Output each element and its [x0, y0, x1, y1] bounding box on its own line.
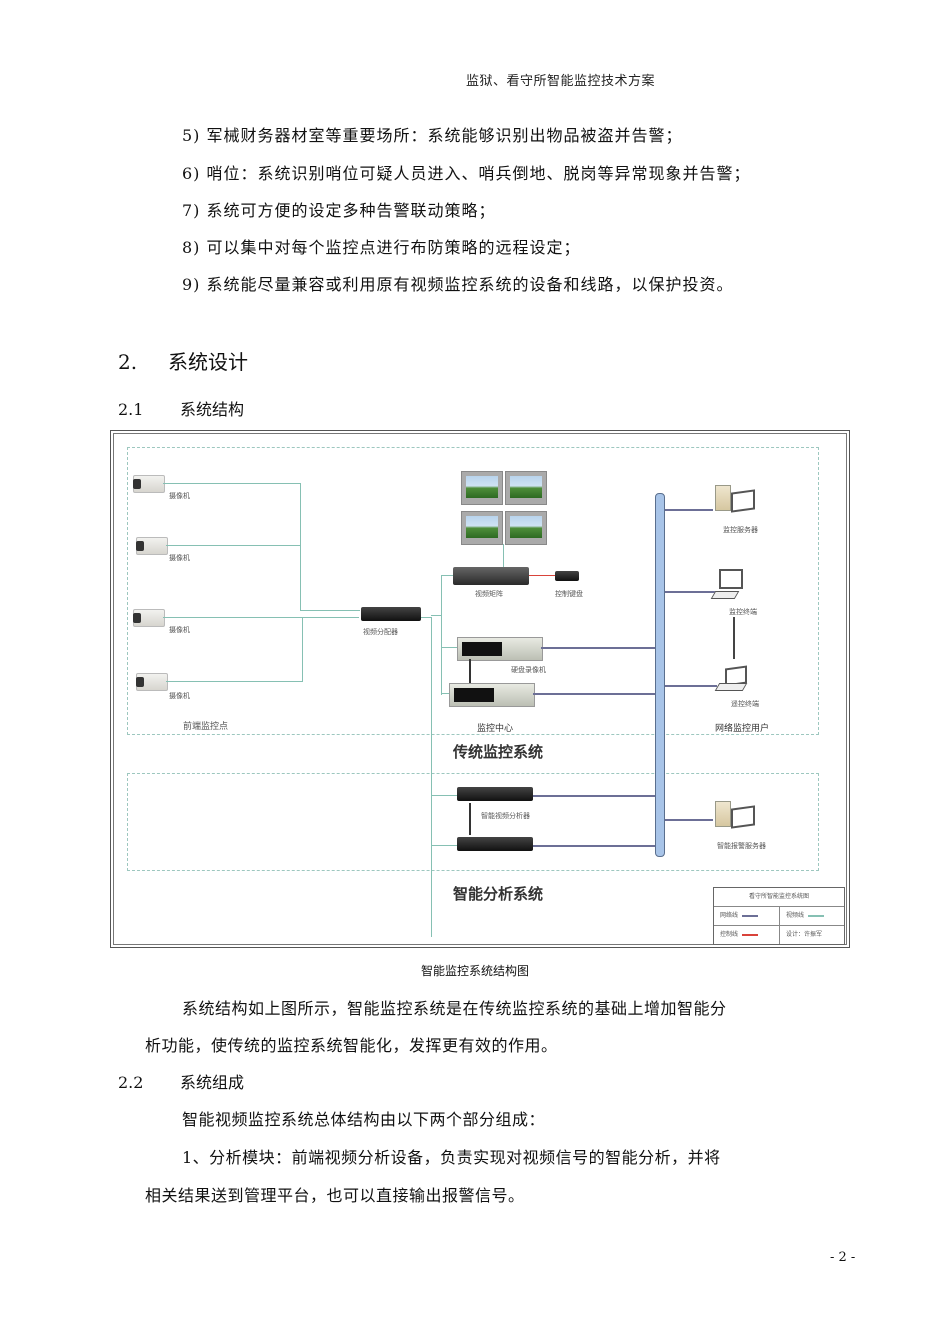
video-analyzer-icon — [457, 837, 533, 851]
running-header: 监狱、看守所智能监控技术方案 — [466, 74, 656, 89]
system-structure-diagram: 摄像机 摄像机 摄像机 摄像机 前端监控点 视频分配器 视频矩阵 控制键盘 硬盘… — [110, 430, 850, 948]
terminal-label: 监控终端 — [729, 608, 757, 616]
camera-icon — [136, 537, 168, 555]
section-number: 2. — [118, 350, 138, 374]
monitor-icon — [461, 511, 503, 545]
legend-network: 网络线 — [720, 912, 739, 919]
legend-control: 控制线 — [720, 931, 739, 938]
camera-label: 摄像机 — [169, 492, 190, 500]
section-title: 系统组成 — [180, 1073, 245, 1092]
legend-design: 设计：许振军 — [786, 931, 823, 938]
control-line-swatch — [742, 933, 759, 936]
figure-caption: 智能监控系统结构图 — [420, 964, 529, 978]
camera-icon — [133, 609, 165, 627]
smart-system-label: 智能分析系统 — [453, 885, 544, 903]
section-title: 系统结构 — [180, 400, 245, 419]
camera-icon — [133, 475, 165, 493]
camera-label: 摄像机 — [169, 626, 190, 634]
server-label: 监控服务器 — [723, 526, 758, 534]
legend-video: 视频线 — [786, 912, 805, 919]
traditional-system-box — [127, 447, 819, 735]
monitor-center-label: 监控中心 — [477, 724, 514, 734]
monitor-icon — [505, 511, 547, 545]
legend-title: 看守所智能监控系统图 — [748, 893, 809, 900]
video-splitter-icon — [361, 607, 421, 621]
camera-label: 摄像机 — [169, 554, 190, 562]
dvr-icon — [457, 637, 543, 661]
section-number: 2.2 — [118, 1073, 144, 1092]
control-keyboard-icon — [555, 571, 579, 581]
video-line-swatch — [808, 914, 825, 917]
dvr-icon — [449, 683, 535, 707]
network-line-swatch — [742, 914, 759, 917]
smart-system-box — [127, 773, 819, 871]
section-title: 系统设计 — [168, 350, 248, 374]
diagram-legend: 看守所智能监控系统图 网络线 视频线 控制线 设计：许振军 — [713, 887, 845, 945]
traditional-system-label: 传统监控系统 — [453, 743, 544, 761]
video-analyzer-icon — [457, 787, 533, 801]
alarm-server-label: 智能报警服务器 — [717, 842, 766, 850]
camera-label: 摄像机 — [169, 692, 190, 700]
section-number: 2.1 — [118, 400, 144, 419]
list-item: 7) 系统可方便的设定多种告警联动策略； — [182, 201, 496, 220]
network-users-label: 网络监控用户 — [715, 724, 770, 734]
section-heading-2-1: 2.1 系统结构 — [118, 396, 244, 420]
list-item: 8) 可以集中对每个监控点进行布防策略的远程设定； — [182, 238, 581, 257]
camera-icon — [136, 673, 168, 691]
section-heading-2: 2. 系统设计 — [118, 346, 248, 375]
page-number: - 2 - — [830, 1250, 856, 1265]
list-item: 6) 哨位：系统识别哨位可疑人员进入、哨兵倒地、脱岗等异常现象并告警； — [182, 164, 751, 183]
list-item: 5) 军械财务器材室等重要场所：系统能够识别出物品被盗并告警； — [182, 126, 683, 145]
paragraph-line: 1、分析模块：前端视频分析设备，负责实现对视频信号的智能分析，并将 — [182, 1148, 721, 1167]
paragraph-line: 系统结构如上图所示，智能监控系统是在传统监控系统的基础上增加智能分 — [182, 999, 727, 1018]
list-item: 9) 系统能尽量兼容或利用原有视频监控系统的设备和线路，以保护投资。 — [182, 275, 734, 294]
laptop-label: 遥控终端 — [731, 700, 759, 708]
paragraph-line: 析功能，使传统的监控系统智能化，发挥更有效的作用。 — [145, 1036, 558, 1055]
splitter-label: 视频分配器 — [363, 628, 398, 636]
analyzer-label: 智能视频分析器 — [481, 812, 530, 820]
paragraph-line: 智能视频监控系统总体结构由以下两个部分组成： — [182, 1110, 546, 1129]
monitor-icon — [505, 471, 547, 505]
keyboard-label: 控制键盘 — [555, 590, 583, 598]
network-bus — [655, 493, 665, 857]
front-end-label: 前端监控点 — [183, 722, 229, 732]
dvr-label: 硬盘录像机 — [511, 666, 546, 674]
monitor-icon — [461, 471, 503, 505]
matrix-label: 视频矩阵 — [475, 590, 503, 598]
video-matrix-icon — [453, 567, 529, 585]
paragraph-line: 相关结果送到管理平台，也可以直接输出报警信号。 — [145, 1186, 525, 1205]
section-heading-2-2: 2.2 系统组成 — [118, 1069, 244, 1093]
